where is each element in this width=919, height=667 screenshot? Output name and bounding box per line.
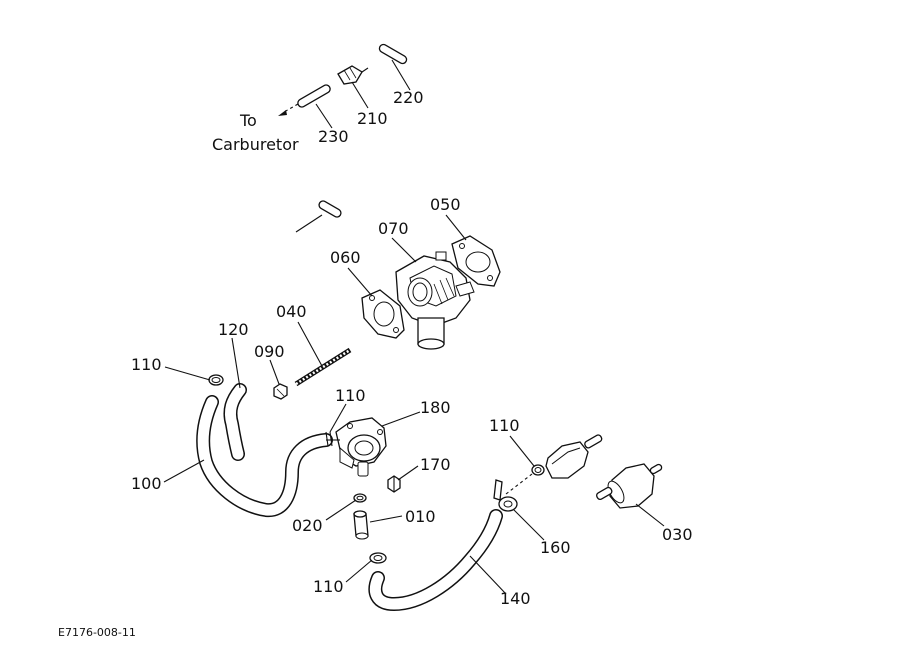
- leader-220: [391, 59, 411, 91]
- part-120-hose: [223, 383, 247, 461]
- part-110-clamp-b: [325, 431, 333, 447]
- leader-050: [445, 214, 467, 241]
- leader-090: [269, 359, 280, 385]
- leader-110-b: [329, 403, 347, 433]
- label-110-d: 110: [313, 577, 344, 596]
- part-180-fuel-pump: [326, 417, 387, 477]
- leader-020: [325, 499, 357, 521]
- part-030-filter: [596, 463, 663, 509]
- assembly-line-filter: [505, 473, 533, 495]
- leader-110-c: [509, 435, 535, 467]
- label-010: 010: [405, 507, 436, 526]
- label-160: 160: [540, 538, 571, 557]
- leader-030: [635, 503, 665, 527]
- part-050-gasket: [451, 235, 501, 287]
- label-090: 090: [254, 342, 285, 361]
- label-180: 180: [420, 398, 451, 417]
- part-160-clamp: [493, 479, 518, 512]
- label-020: 020: [292, 516, 323, 535]
- leader-060: [347, 267, 373, 297]
- label-070: 070: [378, 219, 409, 238]
- part-110-clamp-c: [531, 464, 545, 476]
- leader-120: [231, 337, 241, 389]
- part-170-bolt: [387, 475, 401, 493]
- part-020-washer: [353, 493, 367, 503]
- part-110-clamp-a: [208, 374, 224, 386]
- part-100-hose: [196, 395, 333, 518]
- part-060-gasket: [361, 289, 405, 339]
- label-060: 060: [330, 248, 361, 267]
- to-carburetor-label-line1: To: [239, 111, 257, 130]
- label-030: 030: [662, 525, 693, 544]
- part-010-fitting: [353, 510, 369, 540]
- part-210-clip: [337, 65, 369, 85]
- part-070-carburetor: [395, 251, 475, 350]
- label-210: 210: [357, 109, 388, 128]
- figure-code: E7176-008-11: [58, 626, 136, 639]
- label-110-c: 110: [489, 416, 520, 435]
- leader-110-d: [345, 559, 373, 583]
- label-120: 120: [218, 320, 249, 339]
- label-220: 220: [393, 88, 424, 107]
- fuel-filter: [545, 434, 603, 479]
- label-110-b: 110: [335, 386, 366, 405]
- leader-070: [391, 237, 417, 263]
- label-050: 050: [430, 195, 461, 214]
- leader-160: [513, 509, 545, 541]
- leader-110-a: [164, 366, 211, 381]
- label-170: 170: [420, 455, 451, 474]
- label-110-a: 110: [131, 355, 162, 374]
- leader-040: [297, 321, 323, 367]
- part-090-nut: [273, 383, 288, 400]
- leader-010: [369, 515, 403, 523]
- leader-180: [381, 411, 421, 427]
- leader-210: [351, 81, 369, 109]
- part-230-tube: [278, 84, 331, 116]
- choke-shaft: [295, 200, 342, 233]
- label-140: 140: [500, 589, 531, 608]
- part-220-pin: [378, 43, 408, 65]
- part-110-clamp-d: [369, 552, 387, 564]
- label-230: 230: [318, 127, 349, 146]
- leader-140: [469, 555, 507, 595]
- label-100: 100: [131, 474, 162, 493]
- to-carburetor-label-line2: Carburetor: [212, 135, 299, 154]
- leader-230: [315, 103, 333, 129]
- label-040: 040: [276, 302, 307, 321]
- leader-100: [163, 459, 205, 483]
- leader-170: [397, 465, 419, 481]
- part-040-stud: [294, 347, 352, 387]
- part-140-hose: [368, 509, 503, 612]
